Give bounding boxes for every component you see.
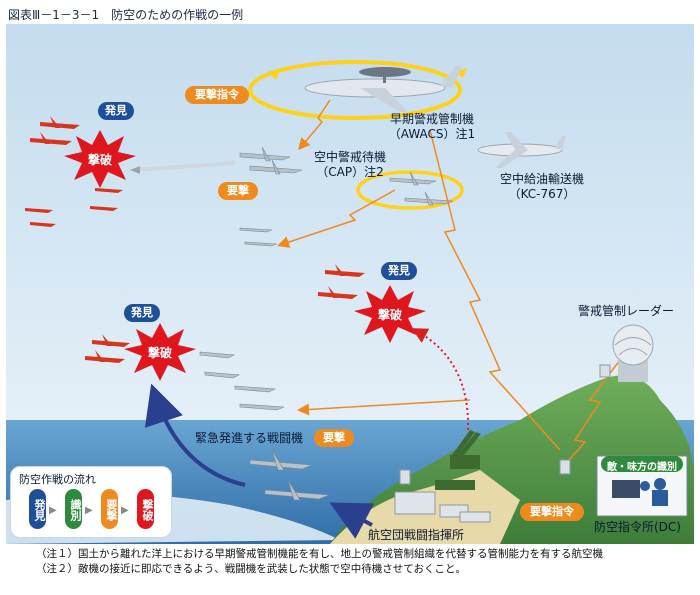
scramble-label: 緊急発進する戦闘機 — [195, 431, 303, 445]
flow-arrow-icon: ▶ — [121, 505, 129, 516]
burst-label-2: 撃破 — [372, 306, 408, 323]
radar-dome-icon — [613, 325, 653, 382]
tanker-label: 空中給油輸送機 — [492, 172, 592, 186]
detect-pill-1: 発見 — [98, 102, 134, 120]
flow-arrow-icon: ▶ — [85, 505, 93, 516]
detect-pill-2: 発見 — [381, 262, 417, 280]
note-1: （注１）国土から離れた洋上における早期警戒管制機能を有し、地上の警戒管制組織を代… — [36, 547, 603, 562]
dc-label: 防空指令所(DC) — [594, 520, 681, 534]
intercept-order-pill-top: 要撃指令 — [185, 86, 249, 104]
flow-step-intercept: 要撃 — [101, 489, 118, 529]
awacs-label: 早期警戒管制機 — [372, 112, 492, 126]
cap-sub-label: （CAP）注2 — [300, 165, 400, 179]
tanker-sub-label: （KC-767） — [492, 187, 592, 201]
flow-title: 防空作戦の流れ — [19, 471, 96, 487]
notes: （注１）国土から離れた洋上における早期警戒管制機能を有し、地上の警戒管制組織を代… — [36, 547, 603, 577]
awacs-sub-label: （AWACS）注1 — [372, 127, 492, 141]
cap-label: 空中警戒待機 — [300, 150, 400, 164]
flow-step-destroy: 撃破 — [137, 489, 154, 529]
flow-step-identify: 識別 — [65, 489, 82, 529]
flow-box: 防空作戦の流れ 発見 ▶ 識別 ▶ 要撃 ▶ 撃破 — [10, 466, 172, 538]
detect-pill-3: 発見 — [124, 304, 160, 322]
flow-arrow-icon: ▶ — [49, 505, 57, 516]
intercept-order-pill-bottom: 要撃指令 — [520, 503, 584, 521]
radar-label: 警戒管制レーダー — [578, 304, 674, 318]
note-2: （注２）敵機の接近に即応できるよう、戦闘機を武装した状態で空中待機させておくこと… — [36, 562, 603, 577]
figure-title: 図表Ⅲ－1－3－1 防空のための作戦の一例 — [8, 6, 243, 23]
identify-label: 敵・味方の識別 — [601, 458, 683, 473]
burst-label-3: 撃破 — [142, 344, 178, 361]
flow-step-detect: 発見 — [29, 489, 46, 529]
air-command-label: 航空団戦闘指揮所 — [368, 528, 464, 542]
intercept-pill-scramble: 要撃 — [314, 429, 354, 447]
intercept-pill-cap: 要撃 — [218, 182, 258, 200]
burst-label-1: 撃破 — [82, 151, 118, 168]
